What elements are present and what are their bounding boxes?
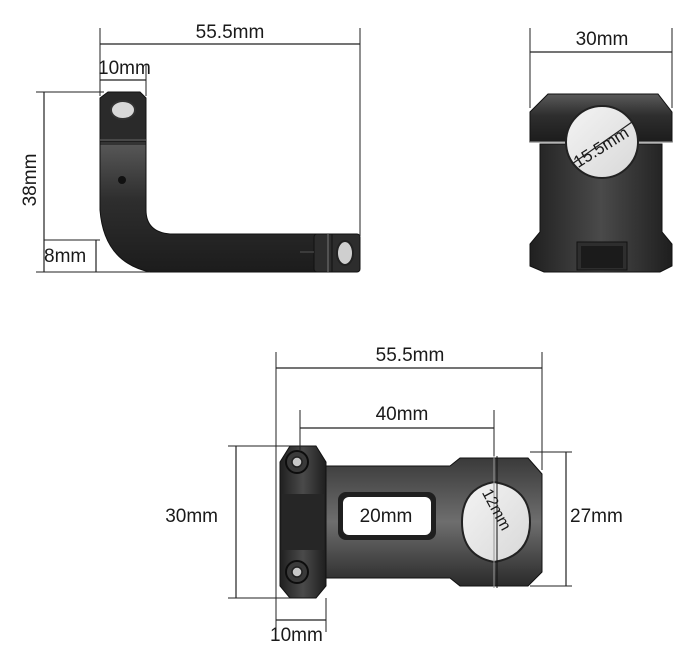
side-base-label: 8mm xyxy=(44,246,86,267)
top-slot-label: 20mm xyxy=(360,506,413,527)
top-center-distance-label: 40mm xyxy=(376,404,429,425)
top-view: 20mm 12mm 55.5mm 40mm 30mm 27mm 10mm xyxy=(165,345,623,646)
top-clamp-width-label: 10mm xyxy=(270,625,323,646)
side-clamp-width-label: 10mm xyxy=(98,58,151,79)
top-length-label: 55.5mm xyxy=(376,345,445,366)
front-width-label: 30mm xyxy=(576,29,629,50)
side-clamp-hole xyxy=(110,100,136,120)
front-view: 15.5mm 30mm xyxy=(529,28,673,273)
front-bore xyxy=(565,105,639,179)
side-length-label: 55.5mm xyxy=(196,22,265,43)
side-height-label: 38mm xyxy=(20,154,41,207)
top-width-label: 30mm xyxy=(165,506,218,527)
top-end-width-label: 27mm xyxy=(570,506,623,527)
front-body xyxy=(529,143,673,273)
side-view: 55.5mm 10mm 38mm 8mm xyxy=(20,22,361,273)
side-screw-hole xyxy=(118,176,126,184)
